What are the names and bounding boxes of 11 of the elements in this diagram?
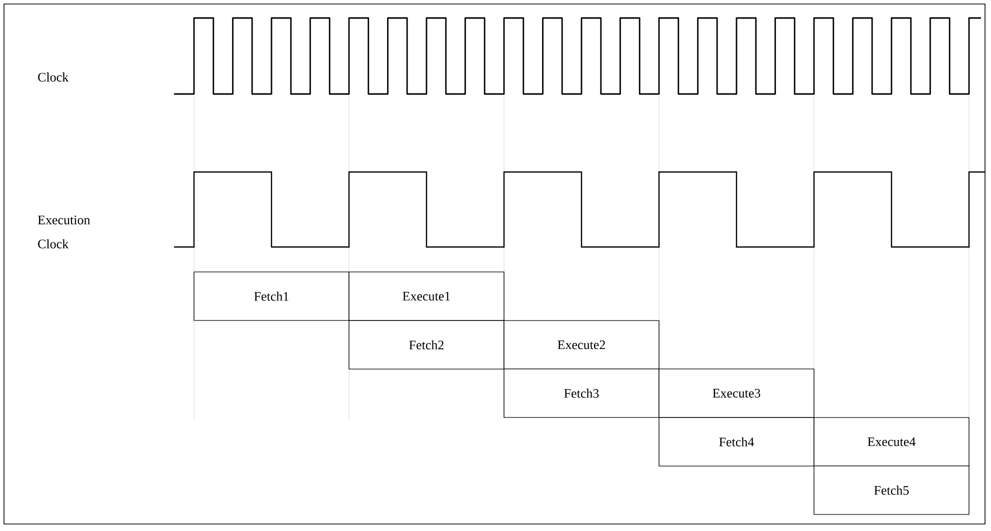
stage-box: Execute4 xyxy=(814,417,970,466)
signal-label: Execution Clock xyxy=(38,216,90,248)
stage-box: Fetch5 xyxy=(814,466,970,515)
stage-box: Execute3 xyxy=(658,368,814,418)
stage-box: Fetch3 xyxy=(504,368,660,418)
stage-box: Execute2 xyxy=(504,320,660,370)
signal-label: Clock xyxy=(38,72,69,82)
stage-box: Fetch2 xyxy=(348,320,504,370)
stage-box: Fetch1 xyxy=(194,272,350,321)
stage-box: Fetch4 xyxy=(658,417,814,466)
stage-box: Execute1 xyxy=(348,272,504,321)
